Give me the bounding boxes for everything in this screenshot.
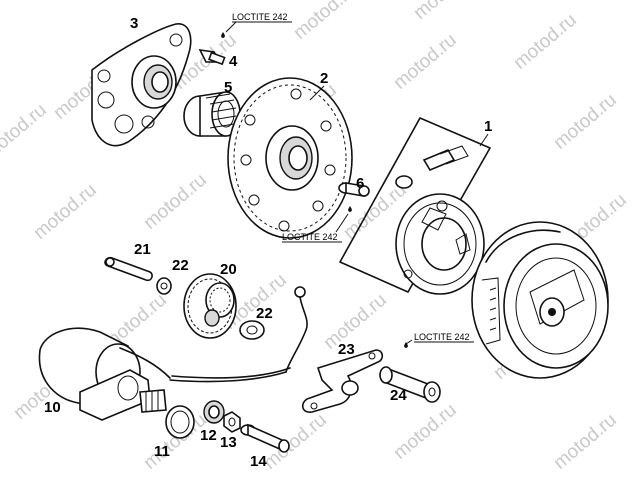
callout-22-upper: 22 xyxy=(172,257,189,274)
callout-4: 4 xyxy=(229,53,238,70)
watermark: motod.ru xyxy=(510,10,581,74)
part-2-ring-gear xyxy=(227,77,353,239)
part-22-washer-upper xyxy=(156,277,172,295)
part-3-mounting-plate xyxy=(91,23,192,147)
watermark: motod.ru xyxy=(30,180,101,244)
callout-23: 23 xyxy=(338,341,355,358)
callout-13: 13 xyxy=(220,434,237,451)
callout-24: 24 xyxy=(390,387,407,404)
callout-11: 11 xyxy=(154,443,170,460)
part-14-bolt xyxy=(240,423,290,453)
callout-22-lower: 22 xyxy=(256,305,273,322)
part-22-washer-lower xyxy=(239,320,265,340)
part-20-double-gear xyxy=(183,273,237,339)
part-12-gear xyxy=(203,400,225,424)
callout-5: 5 xyxy=(224,79,232,96)
callout-14: 14 xyxy=(250,453,267,470)
flywheel-rotor xyxy=(471,221,609,379)
callout-1: 1 xyxy=(484,118,492,135)
watermark: motod.ru xyxy=(410,0,481,24)
part-13-nut xyxy=(223,411,241,433)
part-24-cap-screw xyxy=(379,342,441,403)
callout-3: 3 xyxy=(130,15,138,32)
callout-20: 20 xyxy=(220,261,237,278)
leader-lines xyxy=(225,21,489,345)
watermark: motod.ru xyxy=(550,410,621,474)
loctite-note-top: LOCTITE 242 xyxy=(232,12,288,22)
watermark: motod.ru xyxy=(390,400,461,464)
loctite-note-right: LOCTITE 242 xyxy=(414,332,470,342)
callout-10: 10 xyxy=(44,399,61,416)
callout-6: 6 xyxy=(356,175,364,192)
loctite-note-mid: LOCTITE 242 xyxy=(282,232,338,242)
part-11-o-ring xyxy=(165,405,195,439)
watermark: motod.ru xyxy=(140,170,211,234)
part-4-screw xyxy=(198,32,226,66)
part-6-bolt xyxy=(338,182,370,212)
watermark: motod.ru xyxy=(320,290,391,354)
callout-12: 12 xyxy=(200,427,217,444)
cable xyxy=(169,286,308,383)
callout-21: 21 xyxy=(134,241,151,258)
part-21-shaft xyxy=(104,256,153,282)
watermark: motod.ru xyxy=(390,30,461,94)
watermark: motod.ru xyxy=(290,0,361,44)
watermark: motod.ru xyxy=(0,100,51,164)
watermark: motod.ru xyxy=(550,90,621,154)
part-1-freewheel-assembly xyxy=(339,117,491,295)
part-23-bracket xyxy=(301,349,384,413)
callout-2: 2 xyxy=(320,70,328,87)
part-10-starter-motor xyxy=(38,327,171,421)
